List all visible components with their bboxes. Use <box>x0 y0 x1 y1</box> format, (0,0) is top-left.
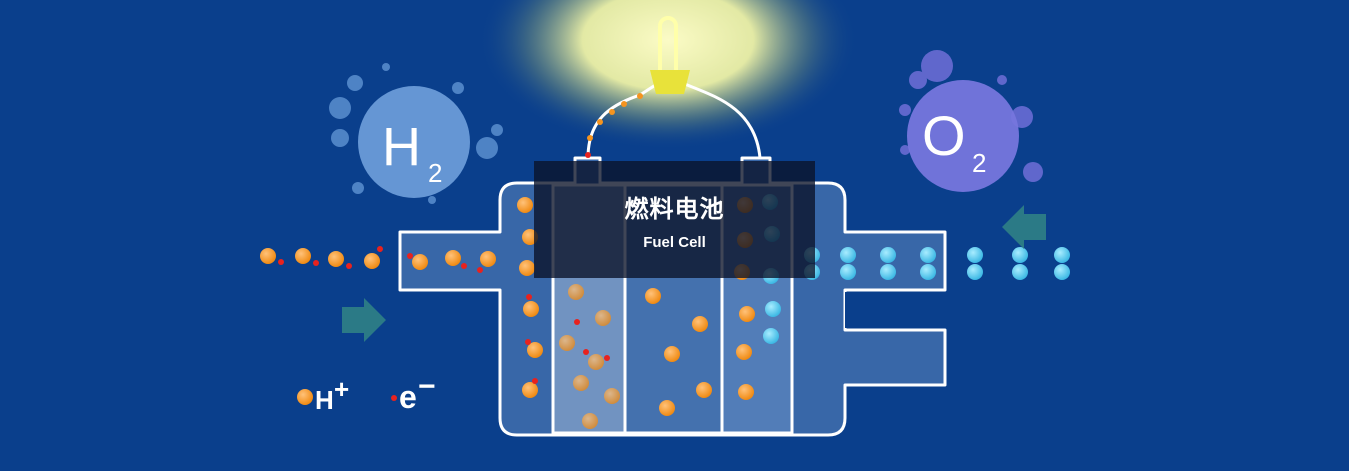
lamp-base <box>650 70 690 94</box>
oxygen-exhaust-pipe <box>845 292 945 328</box>
legend-proton-label: H <box>315 385 334 415</box>
hydrogen-symbol: H <box>382 117 421 177</box>
hydrogen-bubbles <box>329 63 503 204</box>
oxygen-bubbles <box>899 50 1043 182</box>
page-title: 燃料电池 <box>624 195 725 223</box>
oxygen-flow-arrow-icon <box>1002 205 1046 249</box>
hydrogen-stream <box>260 197 543 398</box>
electrons-on-wire <box>585 93 643 158</box>
hydrogen-subscript: 2 <box>428 158 442 188</box>
oxygen-subscript: 2 <box>972 148 986 178</box>
legend: H + e − <box>297 370 436 415</box>
legend-proton-charge: + <box>334 374 349 404</box>
title-box: 燃料电池 Fuel Cell <box>534 161 815 278</box>
legend-electron-charge: − <box>418 370 436 403</box>
oxygen-bubble <box>907 80 1019 192</box>
hydrogen-bubble <box>358 86 470 198</box>
legend-proton-marker <box>297 389 313 405</box>
legend-electron-label: e <box>399 379 417 415</box>
legend-electron-marker <box>391 395 397 401</box>
hydrogen-flow-arrow-icon <box>342 298 386 342</box>
page-subtitle: Fuel Cell <box>643 234 706 251</box>
oxygen-symbol: O <box>922 104 966 167</box>
